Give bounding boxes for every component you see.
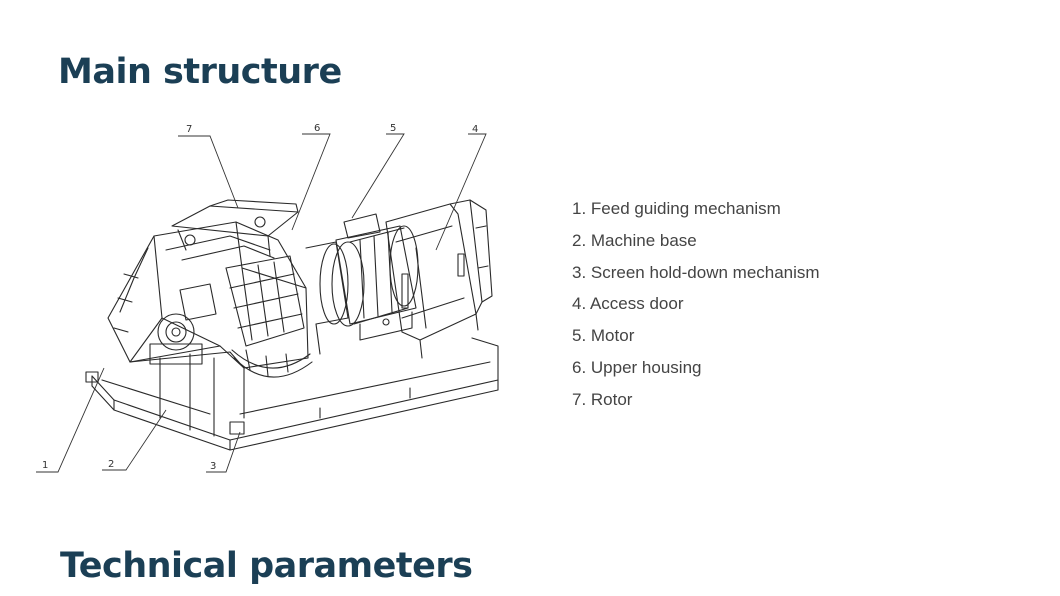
legend-item-feed-guiding-mechanism: 1. Feed guiding mechanism [572, 199, 781, 218]
callout-label-7: 7 [186, 124, 192, 135]
callout-label-3: 3 [210, 461, 216, 472]
motor-drawing [331, 213, 419, 341]
parts-legend: 1. Feed guiding mechanism 2. Machine bas… [572, 193, 820, 416]
rotor-drawing [225, 255, 313, 378]
technical-parameters-title: Technical parameters [60, 546, 473, 586]
callout-label-6: 6 [314, 123, 320, 134]
crusher-housing-drawing [107, 221, 309, 369]
callout-label-2: 2 [108, 459, 114, 470]
legend-item-motor: 5. Motor [572, 326, 635, 346]
callout-labels: 7 6 5 4 1 2 3 [42, 123, 478, 472]
coupling-drawing [305, 241, 349, 355]
callout-label-1: 1 [42, 460, 48, 471]
callout-label-5: 5 [390, 123, 396, 134]
access-door-drawing [385, 199, 493, 359]
legend-item-rotor: 7. Rotor [572, 389, 633, 409]
machine-base-drawing [85, 337, 499, 451]
callout-label-4: 4 [472, 124, 478, 135]
feed-inlet-drawing [171, 199, 299, 257]
legend-item-machine-base: 2. Machine base [572, 230, 697, 250]
callout-leaders [36, 133, 487, 473]
main-structure-title: Main structure [58, 52, 342, 92]
legend-item-upper-housing: 6. Upper housing [572, 357, 702, 377]
hammer-mill-diagram: 7 6 5 4 1 2 3 [36, 123, 499, 473]
legend-item-screen-hold-down-mechanism: 3. Screen hold-down mechanism [572, 262, 820, 282]
legend-item-access-door: 4. Access door [572, 294, 684, 314]
